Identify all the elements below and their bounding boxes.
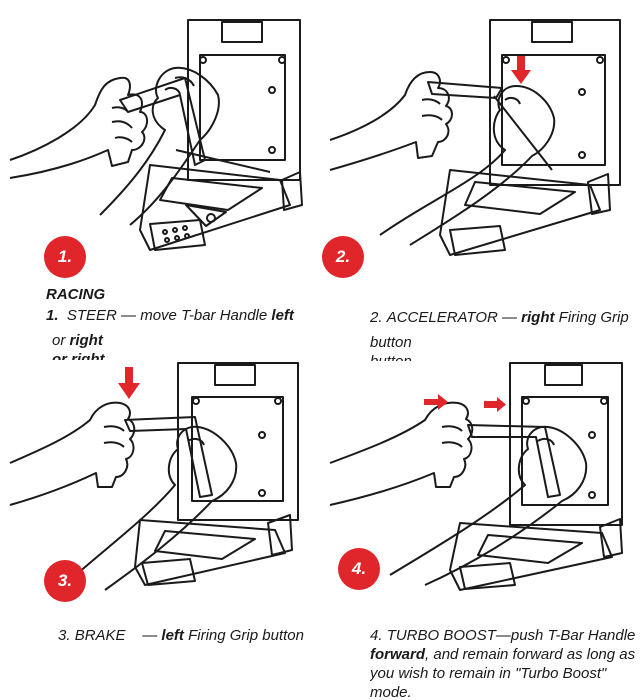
step-4-sep: — [495, 627, 511, 644]
step-1-name: STEER [66, 307, 117, 324]
step-4-line-4: mode. [370, 684, 412, 700]
illustration-panel-2 [320, 0, 640, 290]
arrow-shape [118, 367, 140, 399]
step-1-sep: — [116, 307, 141, 324]
step-3-name: BRAKE [74, 627, 126, 644]
step-2-ghost-line: button [370, 352, 630, 361]
arrow-shape [484, 397, 506, 412]
step-4-line-3: you wish to remain in "Turbo Boost" [370, 665, 607, 682]
step-1-bold-left: left [271, 307, 294, 324]
step-4-line-2: forward, and remain forward as long as [370, 645, 638, 664]
step-2-caption: 2. ACCELERATOR — right Firing Grip butto… [370, 308, 630, 361]
illustration-panel-4 [320, 345, 640, 600]
arrow-shape [511, 56, 531, 84]
arrow-down-icon [511, 56, 531, 84]
step-4-text-2: , and remain forward as long as [425, 646, 636, 663]
step-1-ghost-line: or right [52, 351, 105, 360]
illustration-panel-1 [0, 0, 310, 290]
step-2-sep: — [497, 309, 517, 326]
step-2-line-2: button [370, 334, 412, 351]
step-4-caption: 4. TURBO BOOST—push T-Bar Handle forward… [370, 626, 638, 700]
step-badge-1: 1. [44, 236, 86, 278]
step-4-text: push T-Bar Handle [510, 627, 636, 644]
step-4-name: TURBO BOOST [386, 627, 496, 644]
step-2-text: Firing Grip [554, 309, 629, 326]
step-4-bold-forward: forward [370, 646, 426, 663]
step-2-number: 2. [370, 309, 383, 326]
step-badge-3: 3. [44, 560, 86, 602]
step-badge-2: 2. [322, 236, 364, 278]
step-2-bold-right: right [521, 309, 555, 326]
section-heading: RACING [46, 286, 106, 303]
step-3-caption: 3. BRAKE — left Firing Grip button [58, 626, 318, 645]
step-1-line-1: 1. STEER — move T-bar Handle left [46, 306, 316, 325]
arrow-right-icon [424, 394, 448, 410]
arrow-right-icon [484, 397, 506, 412]
arrow-down-icon [118, 367, 140, 399]
step-3-text: Firing Grip button [183, 627, 304, 644]
step-3-sep: — [138, 627, 158, 644]
illustration-panel-3 [0, 345, 310, 600]
step-4-line-1: 4. TURBO BOOST—push T-Bar Handle [370, 626, 638, 645]
step-1-text: move T-bar Handle [140, 307, 272, 324]
step-1-number: 1. [46, 307, 59, 324]
step-badge-4: 4. [338, 548, 380, 590]
step-3-bold-left: left [161, 627, 184, 644]
arrow-shape [424, 394, 448, 410]
step-1-line-2: or right [52, 331, 316, 350]
step-3-number: 3. [58, 627, 71, 644]
step-2-name: ACCELERATOR [386, 309, 498, 326]
step-1-or: or [52, 332, 70, 349]
step-1-caption: 1. STEER — move T-bar Handle left or rig… [46, 306, 316, 360]
step-4-number: 4. [370, 627, 383, 644]
step-2-line-1: 2. ACCELERATOR — right Firing Grip [370, 308, 630, 327]
step-1-bold-right: right [69, 332, 103, 349]
